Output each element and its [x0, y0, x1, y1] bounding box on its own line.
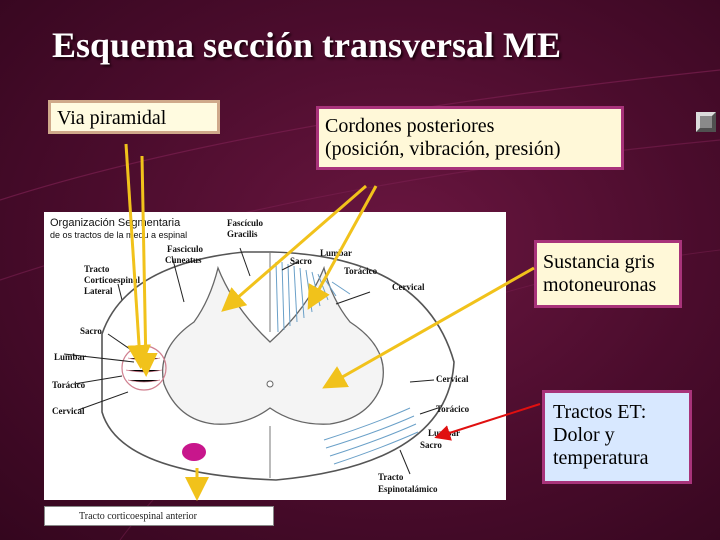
label-tracto-esp-1: Tracto	[378, 472, 404, 482]
label-tracto-esp-2: Espinotalámico	[378, 484, 438, 494]
callout-cordones-posteriores: Cordones posteriores (posición, vibració…	[316, 106, 624, 170]
gray-matter	[162, 265, 384, 425]
central-canal	[266, 380, 274, 388]
spinal-cord-svg: Organización Segmentaria de os tractos d…	[50, 217, 470, 494]
label-fasciculo-gracilis-2: Gracilis	[227, 229, 258, 239]
label-sacro-top: Sacro	[290, 256, 312, 266]
label-lumbar-right: Lumbar	[428, 428, 460, 438]
callout-sustancia-line-2: motoneuronas	[543, 274, 657, 296]
label-tracto-cs-3: Lateral	[84, 286, 113, 296]
label-cervical-top: Cervical	[392, 282, 425, 292]
spinal-cord-diagram: Organización Segmentaria de os tractos d…	[44, 212, 506, 500]
label-fasciculo-cuneatus-2: Cuneatus	[165, 255, 202, 265]
label-lumbar-left: Lumbar	[54, 352, 86, 362]
callout-tractos-line-1: Tractos ET:	[553, 401, 647, 423]
label-toracico-top: Torácico	[344, 266, 378, 276]
callout-cordones-line-2: (posición, vibración, presión)	[325, 138, 561, 160]
label-toracico-right: Torácico	[436, 404, 470, 414]
callout-via-piramidal-text: Via piramidal	[57, 107, 167, 129]
slide-title: Esquema sección transversal ME	[52, 25, 561, 65]
diagram-header-1: Organización Segmentaria	[50, 217, 181, 229]
callout-sustancia-line-1: Sustancia gris	[543, 251, 655, 273]
bevel-square-icon	[696, 112, 716, 132]
label-sacro-right: Sacro	[420, 440, 442, 450]
label-sacro-left: Sacro	[80, 326, 102, 336]
corticospinal-tract-circle	[121, 345, 167, 391]
callout-tractos-et: Tractos ET: Dolor y temperatura	[542, 390, 692, 484]
callout-tractos-line-3: temperatura	[553, 447, 649, 469]
label-tracto-cs-2: Corticoespinal	[84, 275, 140, 285]
label-fasciculo-gracilis-1: Fascículo	[227, 218, 263, 228]
callout-via-piramidal: Via piramidal	[48, 100, 220, 134]
callout-cordones-line-1: Cordones posteriores	[325, 115, 495, 137]
diagram-caption: Tracto corticoespinal anterior	[44, 506, 274, 526]
callout-sustancia-gris: Sustancia gris motoneuronas	[534, 240, 682, 308]
spinothalamic-tract	[323, 407, 419, 465]
label-fasciculo-cuneatus-1: Fasciculo	[167, 244, 203, 254]
diagram-header-2: de os tractos de la medu a espinal	[50, 230, 187, 240]
label-tracto-cs-1: Tracto	[84, 264, 110, 274]
label-cervical-left: Cervical	[52, 406, 85, 416]
callout-tractos-line-2: Dolor y	[553, 424, 615, 446]
label-lumbar-top: Lumbar	[320, 248, 352, 258]
label-cervical-right: Cervical	[436, 374, 469, 384]
label-toracico-left: Torácico	[52, 380, 86, 390]
